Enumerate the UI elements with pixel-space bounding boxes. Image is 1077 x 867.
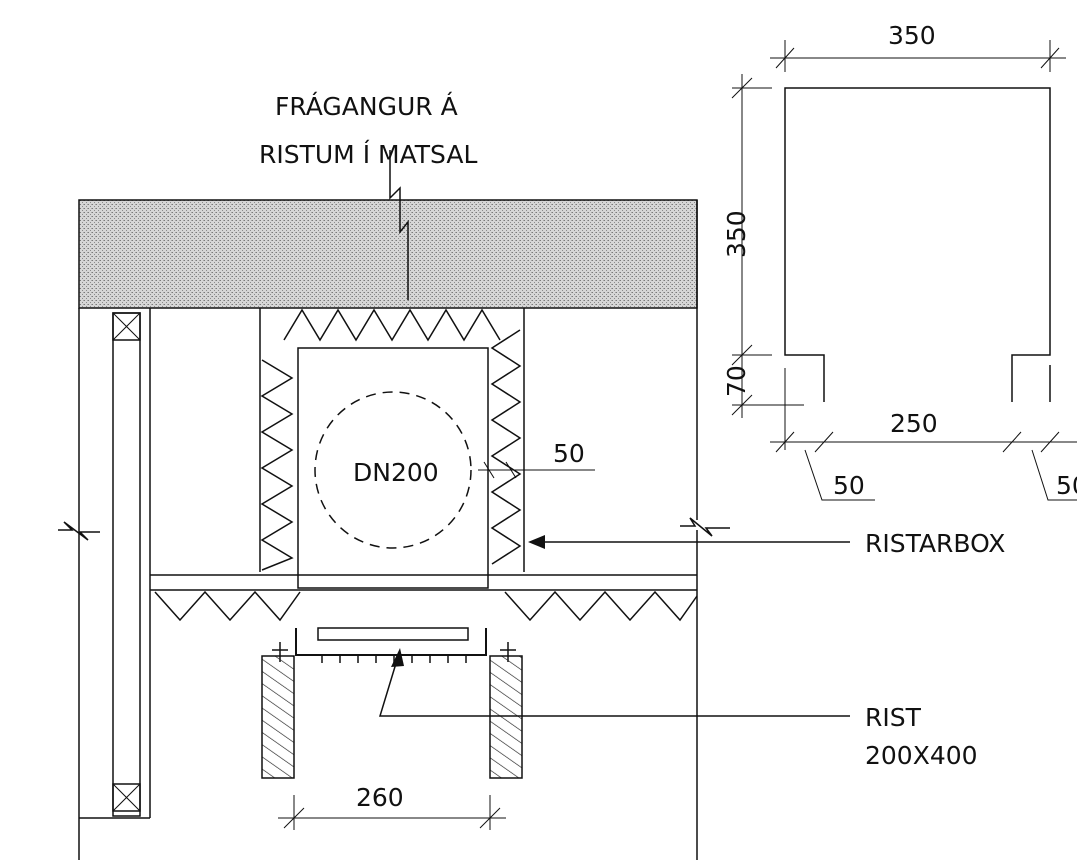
floor-band [150, 574, 698, 622]
interior-partitions [259, 308, 525, 589]
leader-rist: RIST 200X400 [378, 648, 978, 770]
leader-ristarbox: RISTARBOX [528, 529, 1005, 558]
detail-width-text: 350 [888, 21, 936, 50]
ristarbox-label: RISTARBOX [865, 529, 1005, 558]
detail-height-text: 350 [722, 210, 751, 258]
dim-opening-width-text: 260 [356, 783, 404, 812]
detail-inner-width-text: 250 [890, 409, 938, 438]
title-block: FRÁGANGUR Á RISTUM Í MATSAL [259, 92, 477, 169]
detail-right-flange-text: 50 [1056, 471, 1077, 500]
detail-step-height-text: 70 [722, 365, 751, 397]
title-line-1: FRÁGANGUR Á [275, 92, 458, 121]
pipe-dn200: DN200 [314, 391, 472, 549]
rist-label-line-1: RIST [865, 703, 922, 732]
dim-insulation-text: 50 [553, 439, 585, 468]
dim-insulation: 50 [478, 439, 595, 479]
rist-label-line-2: 200X400 [865, 741, 978, 770]
title-line-2: RISTUM Í MATSAL [259, 140, 477, 169]
insulation [260, 308, 522, 571]
grate [272, 627, 516, 663]
left-wall [58, 308, 151, 860]
grate-profile-detail: 350 350 70 250 50 50 [722, 21, 1077, 501]
concrete-slab [78, 150, 698, 309]
detail-left-flange-text: 50 [833, 471, 865, 500]
pipe-label: DN200 [353, 458, 439, 487]
dim-opening-width: 260 [278, 783, 506, 830]
timber-supports [261, 655, 523, 779]
right-wall [680, 200, 730, 860]
window-frame [112, 312, 141, 817]
